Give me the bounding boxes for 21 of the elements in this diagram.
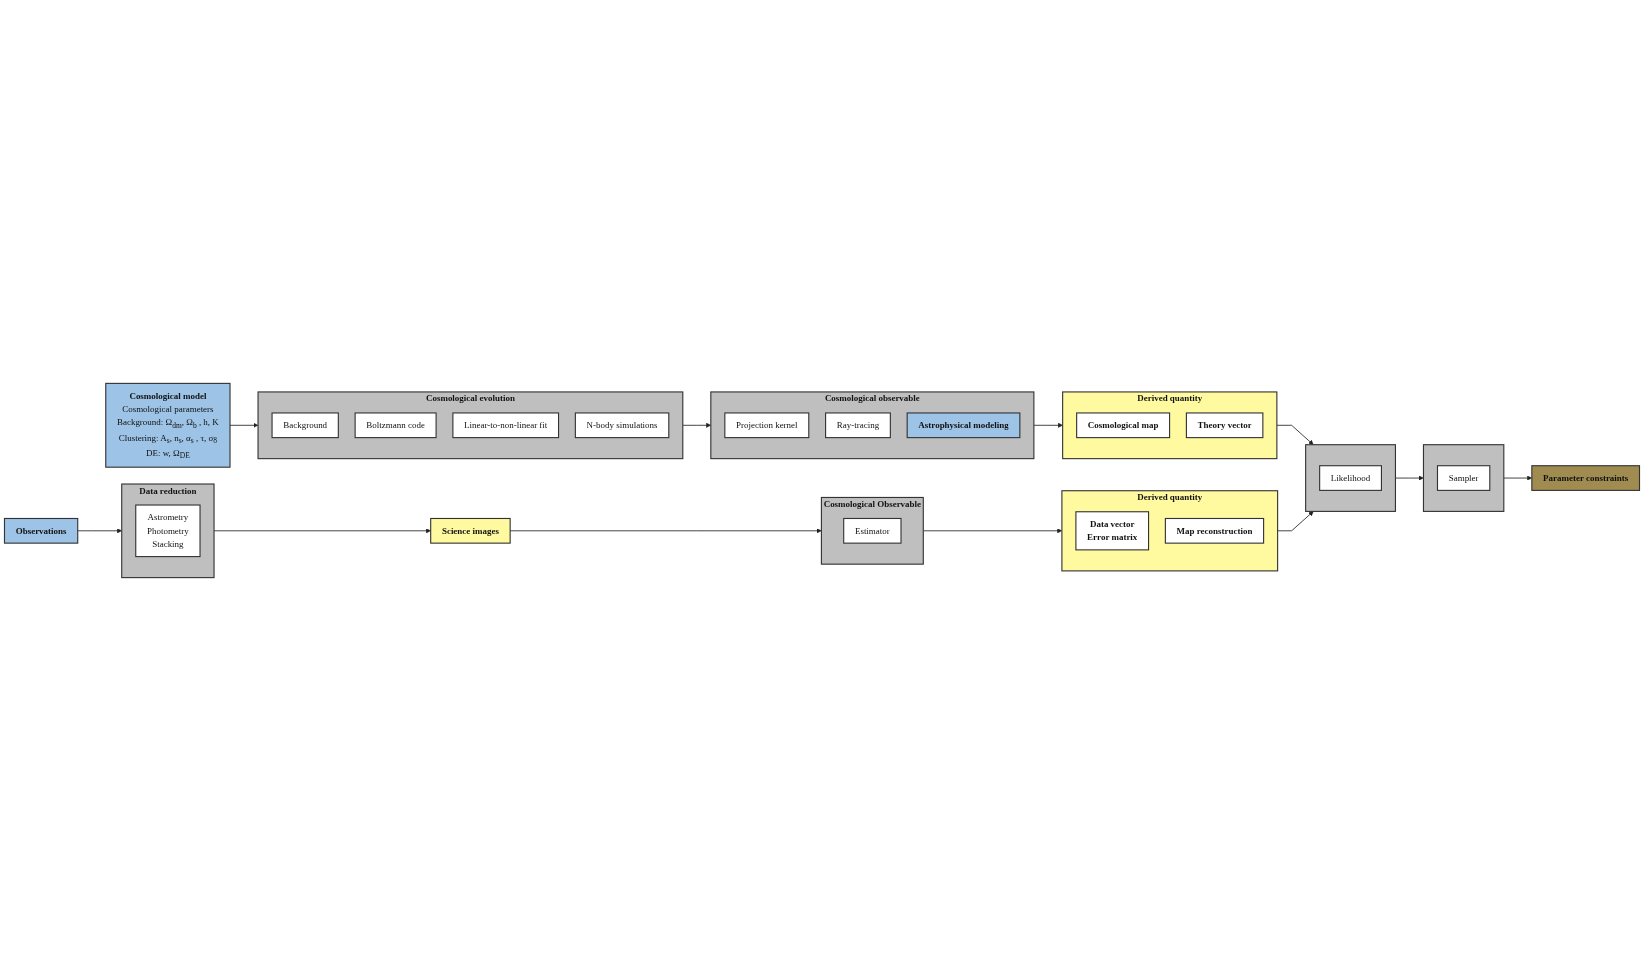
node-box: Astrophysical modeling	[906, 412, 1021, 439]
node-box: Data vector Error matrix	[1075, 511, 1150, 551]
node-box: Map reconstruction	[1164, 517, 1265, 544]
node-box: N-body simulations	[574, 412, 670, 439]
node-box: Astrometry Photometry Stacking	[135, 504, 201, 558]
node-box: Parameter constraints	[1531, 465, 1641, 491]
node-box: Estimator	[843, 517, 902, 544]
node-box: Projection kernel	[724, 412, 810, 439]
node-box: Boltzmann code	[354, 412, 437, 439]
node-box: Sampler	[1436, 465, 1491, 491]
node-box: Cosmological model Cosmological parameters Background: Ω$_{dm}$, Ω$_{b}$ , h, K Clustering: A$_{s}$, n$_{s}$, α$_{s}$ , τ, σ$_{8}$ DE: w, Ω$_{DE}$	[105, 382, 231, 468]
node-box: Ray-tracing	[825, 412, 891, 439]
node-box: Likelihood	[1319, 465, 1382, 491]
node-box: Background	[271, 412, 339, 439]
node-box: Observations	[3, 517, 79, 544]
node-box: Linear-to-non-linear fit	[452, 412, 560, 439]
node-box: Theory vector	[1185, 412, 1264, 439]
cluster	[1305, 444, 1396, 512]
cluster	[1422, 444, 1505, 512]
node-box: Cosmological map	[1076, 412, 1171, 439]
node-box: Science images	[430, 517, 511, 544]
